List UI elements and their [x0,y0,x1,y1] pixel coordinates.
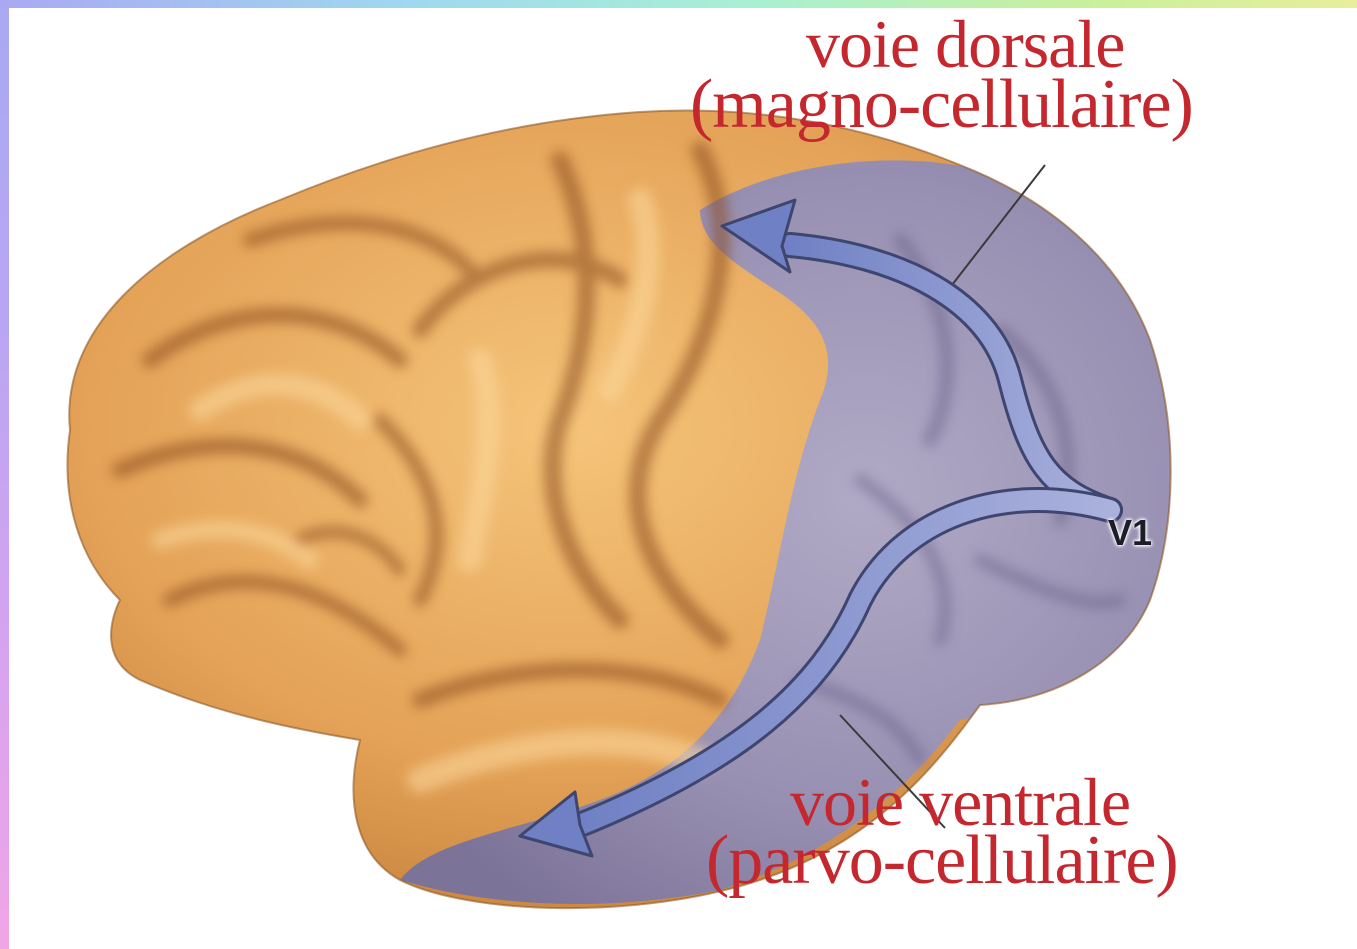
dorsal-pathway-subtitle: (magno-cellulaire) [690,70,1193,140]
ventral-pathway-subtitle: (parvo-cellulaire) [706,826,1178,896]
v1-label: V1 [1108,512,1152,554]
